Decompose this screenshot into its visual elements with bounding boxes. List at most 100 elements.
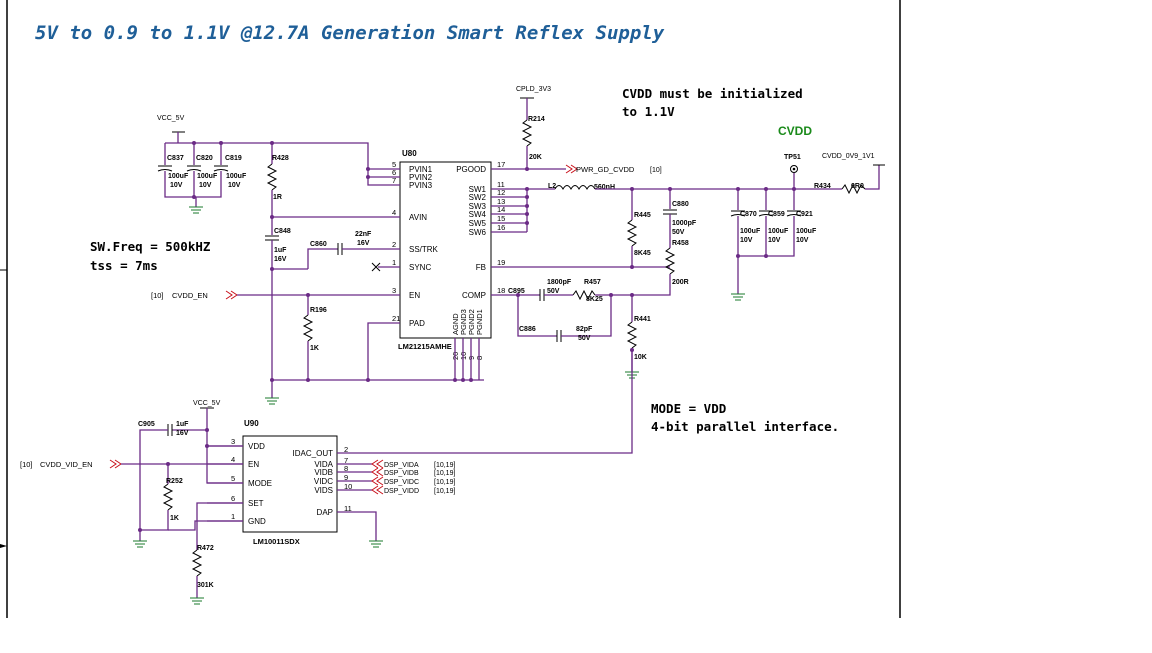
u80-pin-name-pad: PAD bbox=[409, 319, 425, 328]
ground-symbol bbox=[133, 540, 147, 548]
note-tss: tss = 7ms bbox=[90, 258, 158, 273]
cvdd-en-net: CVDD_EN bbox=[172, 291, 208, 300]
l2-ref: L2 bbox=[548, 183, 556, 190]
c819-volt: 10V bbox=[228, 182, 241, 189]
u80-pin-name-fb: FB bbox=[476, 263, 486, 272]
cpld3v3-label: CPLD_3V3 bbox=[516, 86, 551, 93]
u80-ref: U80 bbox=[402, 149, 417, 158]
r428-symbol bbox=[266, 163, 278, 191]
u80-body bbox=[399, 161, 492, 339]
c859-val: 100uF bbox=[768, 228, 789, 235]
wire-avin bbox=[271, 190, 400, 218]
u80-pin-name-sync: SYNC bbox=[409, 263, 431, 272]
c848-ref: C848 bbox=[274, 228, 291, 235]
u90-ref: U90 bbox=[244, 419, 259, 428]
u90-part: LM10011SDX bbox=[253, 537, 300, 546]
r445-ref: R445 bbox=[634, 212, 651, 219]
r441-ref: R441 bbox=[634, 316, 651, 323]
junction bbox=[461, 378, 465, 382]
c820-volt: 10V bbox=[199, 182, 212, 189]
dsp-vidd-net: DSP_VIDD bbox=[384, 488, 419, 495]
u90-pin-num-mode: 5 bbox=[231, 474, 235, 483]
r252-symbol bbox=[162, 483, 174, 511]
c880-val: 1000pF bbox=[672, 220, 697, 227]
wire-vin-rail bbox=[165, 142, 400, 186]
c870-ref: C870 bbox=[740, 211, 757, 218]
u80-pin-name-pgnd3: PGND3 bbox=[459, 309, 468, 335]
c870-volt: 10V bbox=[740, 237, 753, 244]
input-caps bbox=[157, 141, 229, 214]
u80-pin-name-pgood: PGOOD bbox=[456, 165, 486, 174]
cvdd-en-port bbox=[225, 290, 238, 300]
wire-pad bbox=[367, 322, 400, 380]
junction bbox=[630, 265, 634, 269]
c860-ref: C860 bbox=[310, 241, 327, 248]
junction bbox=[306, 378, 310, 382]
u90-pin-num-dap: 11 bbox=[344, 504, 352, 513]
r441-val: 10K bbox=[634, 354, 647, 361]
u90-pin-name-set: SET bbox=[248, 499, 264, 508]
u80-pin-name-sw3: SW3 bbox=[469, 202, 487, 211]
r214-val: 20K bbox=[529, 154, 542, 161]
u90-pin-num-idac-out: 2 bbox=[344, 445, 348, 454]
note-cvdd-init-line2: to 1.1V bbox=[622, 104, 675, 119]
r434-ref: R434 bbox=[814, 183, 831, 190]
c820-val: 100uF bbox=[197, 173, 218, 180]
c886-val: 82pF bbox=[576, 326, 593, 333]
dsp-vida-ref: [10,19] bbox=[434, 462, 455, 469]
c905-ref: C905 bbox=[138, 421, 155, 428]
c848-volt: 16V bbox=[274, 256, 287, 263]
dsp-vidc-ref: [10,19] bbox=[434, 479, 455, 486]
r458-val: 200R bbox=[672, 279, 689, 286]
u80-pin-name-sw6: SW6 bbox=[469, 228, 487, 237]
note-mode: MODE = VDD bbox=[651, 401, 726, 416]
c895-volt: 50V bbox=[547, 288, 560, 295]
u80-pin-num-sw1: 11 bbox=[497, 180, 505, 189]
u80-part: LM21215AMHE bbox=[398, 342, 452, 351]
cvdd-out-label: CVDD_0V9_1V1 bbox=[822, 153, 875, 160]
r252-val: 1K bbox=[170, 515, 179, 522]
wire-u90-gnd bbox=[168, 520, 243, 531]
c820-ref: C820 bbox=[196, 155, 213, 162]
u80-pin-num-en: 3 bbox=[392, 286, 396, 295]
u90-pin-num-vdd: 3 bbox=[231, 437, 235, 446]
u80-pin-num-fb: 19 bbox=[497, 258, 505, 267]
c870-val: 100uF bbox=[740, 228, 761, 235]
junction bbox=[270, 141, 274, 145]
u90-pin-name-vids: VIDS bbox=[314, 486, 333, 495]
cvdd-heading: CVDD bbox=[778, 124, 812, 138]
c837-volt: 10V bbox=[170, 182, 183, 189]
u80-pin-num-pvin2: 6 bbox=[392, 168, 396, 177]
wire-c860-left bbox=[307, 248, 338, 269]
c859-volt: 10V bbox=[768, 237, 781, 244]
r196-val: 1K bbox=[310, 345, 319, 352]
junction bbox=[453, 378, 457, 382]
u80-pin-name-en: EN bbox=[409, 291, 420, 300]
c895-val: 1800pF bbox=[547, 279, 572, 286]
pgood-port bbox=[565, 164, 578, 174]
c880-ref: C880 bbox=[672, 201, 689, 208]
u80-pin-name-ss-trk: SS/TRK bbox=[409, 245, 439, 254]
wire-set bbox=[196, 502, 243, 550]
wire-u90-vdd bbox=[206, 408, 243, 447]
c895-ref: C895 bbox=[508, 288, 525, 295]
junction bbox=[525, 167, 529, 171]
u80-pin-name-pvin2: PVIN2 bbox=[409, 173, 433, 182]
u80-pin-num-avin: 4 bbox=[392, 208, 396, 217]
u90-pin-num-en: 4 bbox=[231, 455, 235, 464]
wire-c905-left bbox=[139, 429, 168, 541]
vid-en-port bbox=[109, 459, 122, 469]
u80-pin-num-sw3: 13 bbox=[497, 197, 505, 206]
border-marker bbox=[0, 544, 7, 548]
u80-pin-name-avin: AVIN bbox=[409, 213, 427, 222]
u80-pin-name-comp: COMP bbox=[462, 291, 486, 300]
r434-symbol bbox=[841, 183, 866, 195]
u80-pin-num-pvin1: 5 bbox=[392, 160, 396, 169]
wire-c886-left bbox=[517, 295, 557, 337]
r252-ref: R252 bbox=[166, 478, 183, 485]
ground-symbol bbox=[265, 397, 279, 405]
c837-val: 100uF bbox=[168, 173, 189, 180]
l2-val: 560nH bbox=[594, 184, 615, 191]
